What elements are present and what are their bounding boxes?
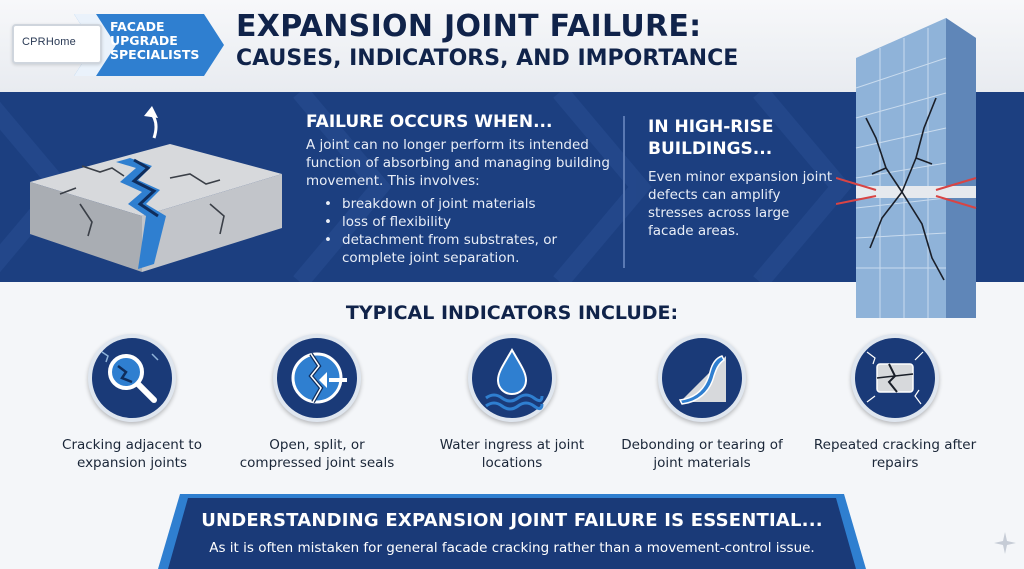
debonding-icon [678, 355, 726, 405]
cracked-block-icon [866, 351, 924, 405]
header: CPRHome FACADE UPGRADE SPECIALISTS EXPAN… [0, 0, 1024, 92]
water-drop-icon [485, 347, 544, 411]
brand-tagline: FACADE UPGRADE SPECIALISTS [110, 20, 230, 62]
footer-banner-shape [158, 494, 866, 569]
page-title: EXPANSION JOINT FAILURE: [236, 9, 702, 44]
failure-item: breakdown of joint materials [342, 196, 536, 212]
indicator-icon-circle [273, 334, 361, 422]
indicator-card: Water ingress at joint locations [422, 330, 602, 480]
brand-name: CPRHome [22, 36, 76, 48]
indicator-label: Cracking adjacent to expansion joints [62, 437, 202, 471]
indicator-icon-circle [88, 334, 176, 422]
list-item: • loss of flexibility [324, 213, 624, 231]
indicator-label: Debonding or tearing of joint materials [621, 437, 783, 471]
page-subtitle: CAUSES, INDICATORS, AND IMPORTANCE [236, 46, 739, 71]
brand-logo: CPRHome FACADE UPGRADE SPECIALISTS [12, 14, 224, 76]
list-item: • detachment from substrates, or complete… [324, 231, 624, 267]
cracked-slab-illustration [30, 106, 282, 272]
indicator-card: Repeated cracking after repairs [805, 330, 985, 480]
high-rise-body: Even minor expansion joint defects can a… [648, 169, 833, 239]
failure-heading: FAILURE OCCURS WHEN... [306, 112, 553, 132]
bullet-icon: • [324, 196, 332, 212]
failure-item: detachment from substrates, or complete … [342, 232, 558, 266]
band-divider [623, 116, 625, 268]
indicator-label: Open, split, or compressed joint seals [239, 437, 395, 471]
sparkle-icon [994, 532, 1016, 554]
magnifier-crack-icon [101, 351, 159, 403]
indicator-card: Debonding or tearing of joint materials [612, 330, 792, 480]
indicators-heading: TYPICAL INDICATORS INCLUDE: [345, 302, 679, 324]
brand-name-box: CPRHome [12, 24, 102, 64]
high-rise-building-illustration [836, 18, 977, 318]
brand-tagline-line: SPECIALISTS [110, 47, 200, 62]
failure-list: • breakdown of joint materials • loss of f… [324, 195, 624, 267]
split-seal-icon [291, 352, 347, 404]
brand-tagline-line: FACADE [110, 19, 165, 34]
high-rise-heading: IN HIGH-RISE BUILDINGS... [648, 117, 774, 159]
indicator-label: Water ingress at joint locations [439, 437, 585, 471]
indicator-icon-circle [658, 334, 746, 422]
banner-title: UNDERSTANDING EXPANSION JOINT FAILURE IS… [201, 510, 823, 531]
indicator-card: Cracking adjacent to expansion joints [42, 330, 222, 480]
list-item: • breakdown of joint materials [324, 195, 624, 213]
brand-tagline-line: UPGRADE [110, 33, 178, 48]
failure-item: loss of flexibility [342, 214, 452, 230]
indicator-card: Open, split, or compressed joint seals [227, 330, 407, 480]
indicator-icon-circle [851, 334, 939, 422]
failure-body: A joint can no longer perform its intend… [306, 137, 610, 189]
bullet-icon: • [324, 214, 332, 230]
indicator-label: Repeated cracking after repairs [813, 437, 977, 471]
bullet-icon: • [324, 232, 332, 248]
banner-subtitle: As it is often mistaken for general faca… [209, 540, 815, 556]
indicator-icon-circle [468, 334, 556, 422]
